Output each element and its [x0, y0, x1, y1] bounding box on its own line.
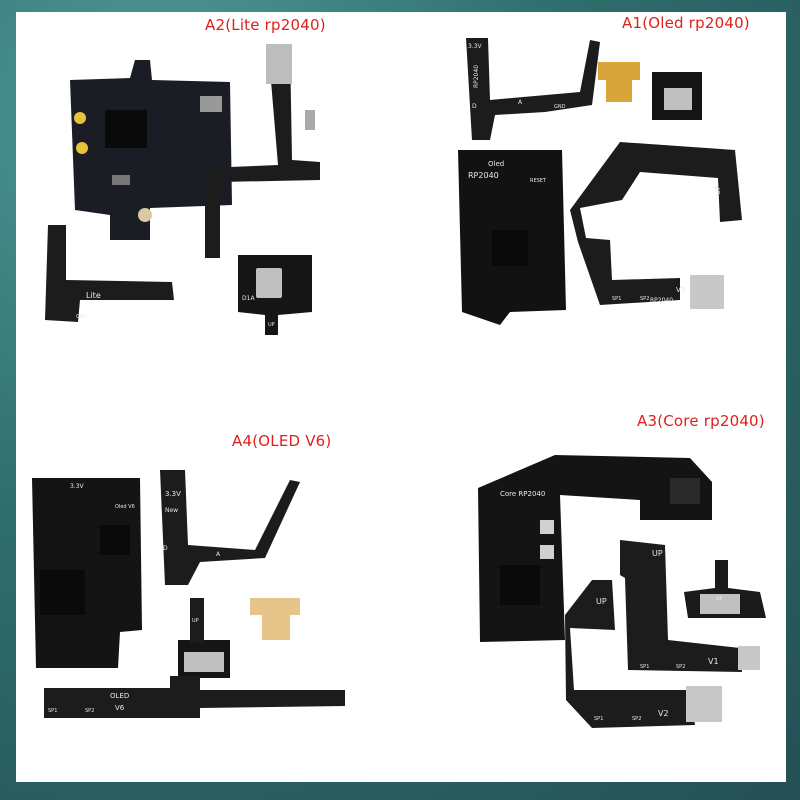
a2-flex-connector: [266, 44, 292, 84]
a2-lite-kit: Lite GND D1A UP: [45, 44, 320, 335]
a2-usb-c-port: [256, 268, 282, 298]
a4-oledv6-text: Oled V6: [115, 504, 135, 510]
a3-sp2b-text: SP2: [632, 716, 641, 722]
a4-oled-v6-kit: 3.3V Oled V6 3.3V New D A UP SP1 SP2 OLE…: [32, 470, 345, 718]
a4-sp2-text: SP2: [85, 708, 94, 714]
a3-usb-port: [700, 594, 740, 614]
title-a3: A3(Core rp2040): [637, 412, 765, 430]
a2-button-gold: [74, 112, 86, 124]
a2-long-flex: [205, 45, 320, 258]
a3-sp2a-text: SP2: [676, 664, 685, 670]
a1-usb-port: [664, 88, 692, 110]
a1-rp2040-text: RP2040: [468, 171, 499, 180]
a3-button-2: [540, 545, 554, 559]
a3-core-kit: Core RP2040 UP SP1 SP2 V1 UP SP1 SP2 V2 …: [478, 455, 766, 728]
a3-up2-text: UP: [596, 597, 607, 606]
a1-v3-text: V3: [676, 286, 685, 294]
a4-a-text: A: [216, 551, 221, 558]
a1-v3-flex: [570, 142, 742, 305]
a3-v2-text: V2: [658, 709, 669, 718]
a1-oled-kit: 3.3V RP2040 D A GND Oled RP2040 RESET UP…: [458, 38, 742, 325]
a2-chip: [105, 110, 147, 148]
a1-oled-text: Oled: [488, 160, 504, 168]
a1-chip: [492, 230, 528, 266]
a2-flex-pad: [305, 110, 315, 130]
a3-up1-text: UP: [652, 549, 663, 558]
a1-gold-clip: [598, 62, 640, 102]
a2-crystal: [112, 175, 130, 185]
a3-button: [540, 520, 554, 534]
a2-gnd-text: GND: [76, 314, 88, 320]
a2-lite-text: Lite: [86, 291, 101, 300]
a2-d1a-text: D1A: [242, 295, 255, 302]
a3-sp1b-text: SP1: [594, 716, 603, 722]
a3-v2-connector: [686, 686, 722, 722]
a4-chip: [40, 570, 85, 615]
title-a4: A4(OLED V6): [232, 432, 332, 450]
a2-lite-flex: [45, 225, 174, 322]
a4-up-text: UP: [192, 618, 199, 624]
a1-a-text: A: [518, 99, 523, 106]
title-a1: A1(Oled rp2040): [622, 14, 750, 32]
a1-d-text: D: [472, 103, 477, 110]
a4-usb-tail: [190, 598, 204, 643]
a2-button-gold-2: [76, 142, 88, 154]
a2-up-text: UP: [268, 322, 275, 328]
a1-gnd-text: GND: [554, 104, 566, 110]
a2-connector: [200, 96, 222, 112]
a1-flex-connector: [690, 275, 724, 309]
a4-33v-b-text: 3.3V: [165, 490, 181, 498]
a3-up3-text: UP: [716, 596, 723, 602]
a1-up-text: UP: [714, 186, 722, 195]
a4-flex-ribbon: [160, 470, 300, 585]
a2-main-board: [70, 60, 232, 240]
a1-33v-text: 3.3V: [468, 43, 483, 50]
a3-core-text: Core RP2040: [500, 490, 545, 498]
a4-oled-text: OLED: [110, 692, 129, 700]
a4-d-text: D: [163, 545, 168, 552]
a4-gold-clip: [250, 598, 300, 640]
a2-screw-hole: [138, 208, 152, 222]
a4-long-strip: [44, 676, 345, 718]
a1-flex-ribbon: [466, 38, 600, 140]
a3-sp1a-text: SP1: [640, 664, 649, 670]
a3-v2-flex: [565, 580, 695, 728]
a4-chip-2: [100, 525, 130, 555]
a1-sp2-text: SP2: [640, 296, 649, 302]
a1-rp-text: RP2040: [473, 65, 480, 88]
a1-reset-text: RESET: [530, 178, 547, 184]
a3-chip: [500, 565, 540, 605]
a4-33v-text: 3.3V: [70, 483, 85, 490]
a4-v6-text: V6: [115, 704, 125, 712]
a3-v1-flex: [620, 540, 742, 672]
a3-v1-connector: [738, 646, 760, 670]
a3-connector: [670, 478, 700, 504]
a3-v1-text: V1: [708, 657, 719, 666]
a4-sp1-text: SP1: [48, 708, 57, 714]
title-a2: A2(Lite rp2040): [205, 16, 326, 34]
a4-new-text: New: [165, 507, 178, 514]
a1-sp1-text: SP1: [612, 296, 621, 302]
a1-rp3-text: RP2040: [650, 297, 673, 304]
a4-usb-port: [184, 652, 224, 672]
